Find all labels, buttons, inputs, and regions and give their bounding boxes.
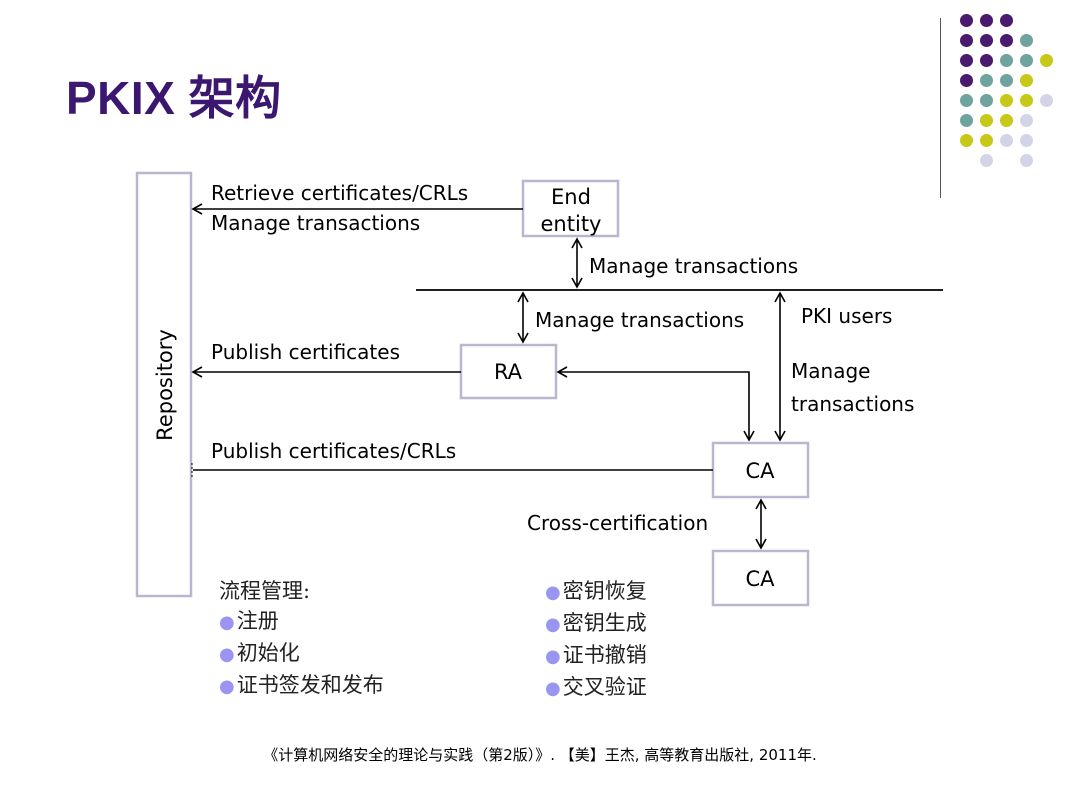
label-retrieve: Retrieve certificates/CRLs xyxy=(211,181,468,205)
decorative-dot xyxy=(1000,54,1013,67)
label-manage-ra: Manage transactions xyxy=(535,308,744,332)
decorative-dot xyxy=(980,54,993,67)
list-item: ●密钥生成 xyxy=(545,611,647,635)
label-publish-certs-crls: Publish certificates/CRLs xyxy=(211,439,456,463)
process-list-left: 流程管理: ●注册 ●初始化 ●证书签发和发布 xyxy=(219,576,384,702)
decorative-dot xyxy=(960,54,973,67)
label-manage-ca-line2: transactions xyxy=(791,392,914,416)
repository-label: Repository xyxy=(153,329,177,441)
end-entity-label-line1: End xyxy=(551,185,591,209)
vertical-divider xyxy=(940,18,941,198)
slide-title: PKIX 架构 xyxy=(66,72,282,124)
decorative-dot xyxy=(1020,54,1033,67)
decorative-dot xyxy=(1000,94,1013,107)
decorative-dot xyxy=(980,154,993,167)
decorative-dot xyxy=(980,114,993,127)
label-publish-certs: Publish certificates xyxy=(211,340,400,364)
bullet-icon: ● xyxy=(545,582,561,603)
ca-cross-box xyxy=(711,549,810,607)
list-item: ●密钥恢复 xyxy=(545,579,647,603)
list-item: ●交叉验证 xyxy=(545,675,647,699)
list-item: ●注册 xyxy=(219,609,279,633)
ca-cross-label: CA xyxy=(745,567,775,591)
decorative-dot xyxy=(1000,34,1013,47)
decorative-dot xyxy=(980,14,993,27)
decorative-dot xyxy=(1000,14,1013,27)
label-pki-users: PKI users xyxy=(801,304,892,328)
decorative-dot xyxy=(980,94,993,107)
bullet-icon: ● xyxy=(219,612,235,633)
end-entity-label-line2: entity xyxy=(541,212,602,236)
decorative-dot xyxy=(980,74,993,87)
decorative-dot xyxy=(1040,94,1053,107)
ca-main-label: CA xyxy=(745,459,775,483)
decorative-dot xyxy=(960,74,973,87)
bullet-icon: ● xyxy=(219,644,235,665)
decorative-dot xyxy=(960,134,973,147)
bullet-icon: ● xyxy=(545,646,561,667)
decorative-dot xyxy=(1020,74,1033,87)
decorative-dot xyxy=(1040,54,1053,67)
decorative-dot xyxy=(1020,114,1033,127)
decorative-dot xyxy=(980,34,993,47)
decorative-dot xyxy=(1020,154,1033,167)
end-entity-box xyxy=(521,179,620,238)
decorative-dot xyxy=(980,134,993,147)
repository-box xyxy=(135,171,193,598)
process-list-right: ●密钥恢复 ●密钥生成 ●证书撤销 ●交叉验证 xyxy=(545,576,647,704)
bullet-icon: ● xyxy=(219,676,235,697)
list-item: ●证书签发和发布 xyxy=(219,673,384,697)
bullet-icon: ● xyxy=(545,678,561,699)
label-manage-ca-line1: Manage xyxy=(791,359,870,383)
decorative-dot xyxy=(1020,94,1033,107)
label-manage-top: Manage transactions xyxy=(211,211,420,235)
decorative-dot xyxy=(960,34,973,47)
ra-box xyxy=(459,343,558,400)
decorative-dot xyxy=(1020,34,1033,47)
label-manage-end-entity: Manage transactions xyxy=(589,254,798,278)
label-cross-certification: Cross-certification xyxy=(527,511,708,535)
decorative-dot xyxy=(1000,74,1013,87)
decorative-dot-grid xyxy=(960,14,1060,184)
list-item: ●证书撤销 xyxy=(545,643,647,667)
citation: 《计算机网络安全的理论与实践（第2版）》. 【美】王杰, 高等教育出版社, 20… xyxy=(263,746,817,764)
decorative-dot xyxy=(1000,114,1013,127)
decorative-dot xyxy=(960,94,973,107)
process-list-heading: 流程管理: xyxy=(219,579,311,603)
list-item: ●初始化 xyxy=(219,641,300,665)
decorative-dot xyxy=(1020,134,1033,147)
decorative-dot xyxy=(960,114,973,127)
decorative-dot xyxy=(1000,134,1013,147)
bullet-icon: ● xyxy=(545,614,561,635)
decorative-dot xyxy=(960,14,973,27)
arrow-ra-ca xyxy=(556,366,755,442)
ra-label: RA xyxy=(494,360,523,384)
